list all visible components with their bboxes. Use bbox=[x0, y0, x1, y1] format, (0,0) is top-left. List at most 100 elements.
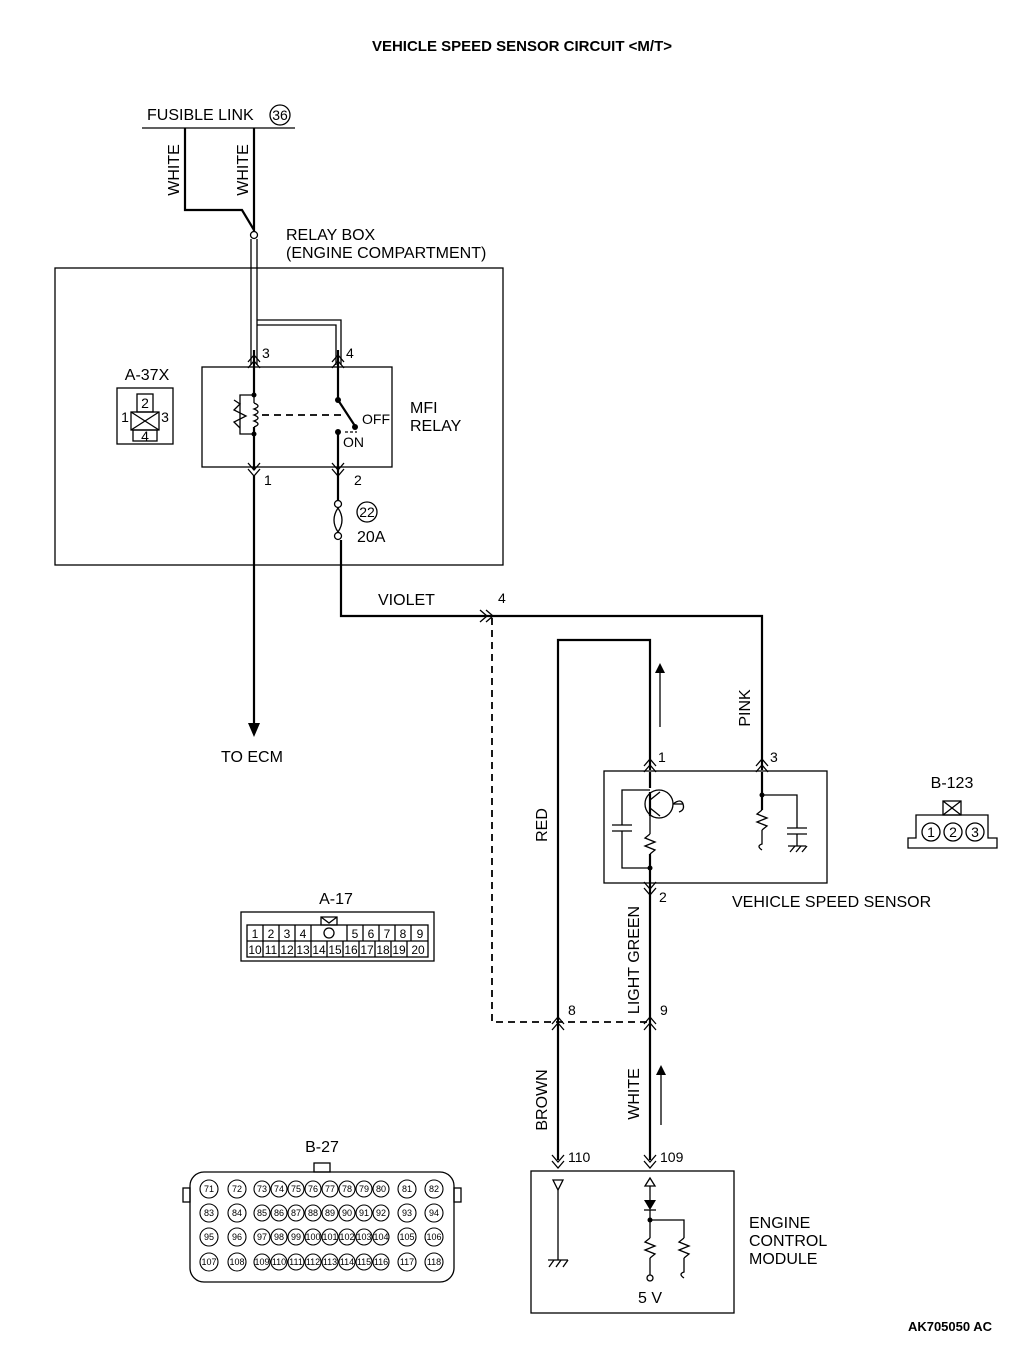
b27-pin-74: 74 bbox=[274, 1184, 284, 1194]
b27-pin-socket bbox=[372, 1253, 390, 1271]
to-ecm-label: TO ECM bbox=[221, 749, 283, 766]
a17-pin-10: 10 bbox=[248, 943, 262, 957]
relay-box-label-2: (ENGINE COMPARTMENT) bbox=[286, 245, 486, 262]
relay-pin-3: 3 bbox=[262, 345, 270, 361]
b27-pin-97: 97 bbox=[257, 1232, 267, 1242]
b27-pin-socket bbox=[199, 1203, 219, 1223]
b27-pin-socket bbox=[338, 1228, 356, 1246]
b27-pin-socket bbox=[227, 1179, 247, 1199]
b27-pin-socket bbox=[397, 1252, 417, 1272]
b27-pin-socket bbox=[227, 1227, 247, 1247]
b27-pin-socket bbox=[199, 1227, 219, 1247]
b27-pin-socket bbox=[321, 1204, 339, 1222]
a17-pin-5: 5 bbox=[352, 927, 359, 941]
b27-pin-84: 84 bbox=[232, 1208, 242, 1218]
b27-pin-socket bbox=[321, 1228, 339, 1246]
a17-pin-13: 13 bbox=[296, 943, 310, 957]
b27-pin-113: 113 bbox=[323, 1257, 337, 1267]
b27-pin-socket bbox=[253, 1204, 271, 1222]
wire-label-white-right: WHITE bbox=[235, 144, 252, 196]
b27-pin-socket bbox=[270, 1253, 288, 1271]
relay-pin-4: 4 bbox=[346, 345, 354, 361]
a17-pin-20: 20 bbox=[411, 943, 425, 957]
b27-pin-89: 89 bbox=[325, 1208, 335, 1218]
b27-pin-93: 93 bbox=[402, 1208, 412, 1218]
fuse-number: 22 bbox=[359, 504, 375, 520]
b27-pin-socket bbox=[338, 1180, 356, 1198]
b27-pin-socket bbox=[253, 1228, 271, 1246]
b27-pin-75: 75 bbox=[291, 1184, 301, 1194]
b27-pin-socket bbox=[199, 1252, 219, 1272]
fusible-link: FUSIBLE LINK 36 bbox=[142, 104, 295, 129]
a37x-pin-1: 1 bbox=[121, 409, 129, 425]
b27-pin-socket bbox=[304, 1180, 322, 1198]
relay-box-label-1: RELAY BOX bbox=[286, 227, 376, 244]
connector-a17-label: A-17 bbox=[319, 891, 353, 908]
connector-b27-label: B-27 bbox=[305, 1139, 339, 1156]
wire-label-pink: PINK bbox=[737, 689, 754, 727]
b27-pin-socket bbox=[424, 1203, 444, 1223]
junction-pin-4: 4 bbox=[498, 590, 506, 606]
b27-pin-socket bbox=[424, 1252, 444, 1272]
b27-pin-socket bbox=[372, 1204, 390, 1222]
b27-pin-79: 79 bbox=[359, 1184, 369, 1194]
b27-pin-117: 117 bbox=[400, 1257, 414, 1267]
b27-pin-socket bbox=[270, 1180, 288, 1198]
b123-pin-3: 3 bbox=[971, 824, 979, 840]
relay-off-label: OFF bbox=[362, 411, 390, 427]
a17-pin-4: 4 bbox=[300, 927, 307, 941]
wire-to-ecm: TO ECM bbox=[221, 476, 283, 766]
relay-pin-2: 2 bbox=[354, 472, 362, 488]
b27-pin-111: 111 bbox=[289, 1257, 303, 1267]
b27-pin-88: 88 bbox=[308, 1208, 318, 1218]
ecm-label-3: MODULE bbox=[749, 1251, 817, 1268]
b27-pin-102: 102 bbox=[339, 1232, 354, 1242]
vss-pin-1: 1 bbox=[658, 749, 666, 765]
b27-pin-socket bbox=[397, 1227, 417, 1247]
b27-pin-114: 114 bbox=[340, 1257, 354, 1267]
wire-label-white-bottom: WHITE bbox=[626, 1068, 643, 1120]
b27-pin-105: 105 bbox=[399, 1232, 414, 1242]
vss-pin-2: 2 bbox=[659, 889, 667, 905]
b27-pin-socket bbox=[355, 1204, 373, 1222]
a17-pin-16: 16 bbox=[344, 943, 358, 957]
a17-pin-12: 12 bbox=[280, 943, 294, 957]
b27-pin-socket bbox=[227, 1203, 247, 1223]
connector-b123-label: B-123 bbox=[931, 775, 974, 792]
a17-pin-1: 1 bbox=[252, 927, 259, 941]
wire-label-red: RED bbox=[534, 808, 551, 842]
b27-pin-socket bbox=[199, 1179, 219, 1199]
b27-pin-99: 99 bbox=[291, 1232, 301, 1242]
connector-a37x: A-37X 2 1 3 4 bbox=[116, 367, 174, 445]
vehicle-speed-sensor: VEHICLE SPEED SENSOR 1 3 2 bbox=[603, 749, 931, 911]
b27-pin-socket bbox=[287, 1180, 305, 1198]
b27-pin-87: 87 bbox=[291, 1208, 301, 1218]
vss-pin-3: 3 bbox=[770, 749, 778, 765]
a37x-pin-4: 4 bbox=[141, 428, 149, 444]
b27-pin-socket bbox=[253, 1180, 271, 1198]
b27-pin-83: 83 bbox=[204, 1208, 214, 1218]
b27-pin-socket bbox=[253, 1253, 271, 1271]
light-green-white-wire: LIGHT GREEN 9 WHITE 109 bbox=[626, 896, 684, 1169]
a17-pin-11: 11 bbox=[265, 943, 278, 957]
b27-pin-socket bbox=[397, 1203, 417, 1223]
a17-pin-14: 14 bbox=[312, 943, 326, 957]
relay-on-label: ON bbox=[343, 434, 364, 450]
b27-pin-103: 103 bbox=[356, 1232, 371, 1242]
a17-pin-17: 17 bbox=[360, 943, 374, 957]
b27-pin-socket bbox=[372, 1180, 390, 1198]
ecm-label-1: ENGINE bbox=[749, 1215, 810, 1232]
b27-pin-92: 92 bbox=[376, 1208, 386, 1218]
a17-pin-8: 8 bbox=[400, 927, 407, 941]
ecm-label-2: CONTROL bbox=[749, 1233, 827, 1250]
fusible-link-label: FUSIBLE LINK bbox=[147, 107, 254, 124]
red-brown-wire: RED 8 BROWN 110 bbox=[534, 638, 652, 1169]
b27-pin-socket bbox=[338, 1253, 356, 1271]
b27-pin-98: 98 bbox=[274, 1232, 284, 1242]
relay-pin-1: 1 bbox=[264, 472, 272, 488]
b27-pin-socket bbox=[424, 1179, 444, 1199]
b27-pin-104: 104 bbox=[373, 1232, 388, 1242]
ecm-pin-109: 109 bbox=[660, 1149, 684, 1165]
b27-pin-100: 100 bbox=[305, 1232, 320, 1242]
fuse-rating: 20A bbox=[357, 529, 386, 546]
